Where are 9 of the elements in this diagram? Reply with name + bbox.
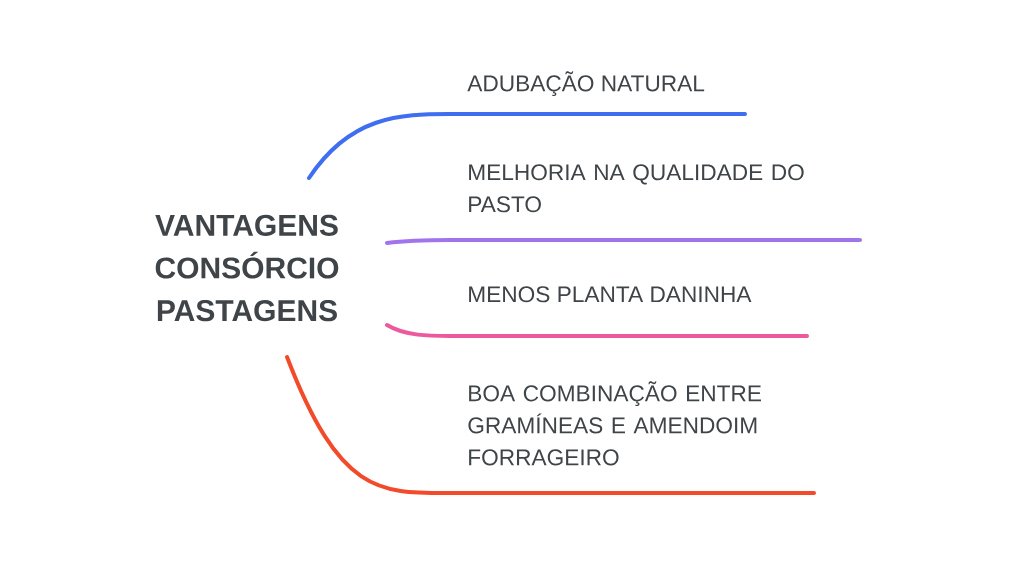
branch-text: ADUBAÇÃO NATURAL [467,71,705,96]
branch-line [385,238,862,245]
branch-line [385,323,809,338]
branch-text: BOA COMBINAÇÃO ENTRE GRAMÍNEAS E AMENDOIM FORRAGEIRO [468,381,761,466]
branch-text: MELHORIA NA QUALIDADE DO PASTO [469,164,804,213]
topic-heading: VANTAGENS CONSÓRCIO PASTAGENS [155,214,339,322]
branch-text: MENOS PLANTA DANINHA [469,286,752,303]
branch-line [307,112,747,180]
branch-line [285,355,816,495]
